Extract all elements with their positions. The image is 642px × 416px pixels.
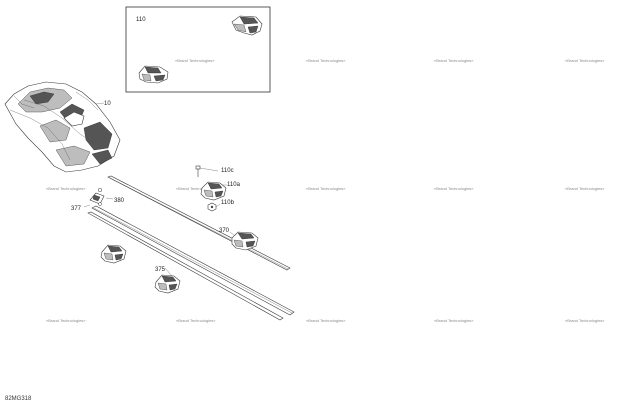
rail-strip-part-375 — [87, 205, 295, 321]
callout-fender: 10 — [104, 101, 111, 107]
callout-110b: 110b — [221, 200, 235, 206]
callout-377: 377 — [71, 206, 82, 212]
callout-box-ref: 110 — [136, 17, 146, 23]
fender-assembly-part-10 — [4, 81, 121, 173]
watermark: «Brand Technologies» — [46, 318, 86, 323]
watermark: «Brand Technologies» — [565, 58, 605, 63]
nut-part-110b — [207, 202, 217, 212]
leader-line — [164, 267, 173, 277]
pad-part-375-lower — [154, 274, 181, 294]
leader-line — [229, 231, 235, 236]
detail-box: 110 — [125, 6, 271, 93]
leader-line — [215, 203, 221, 208]
watermark: «Brand Technologies» — [176, 318, 216, 323]
figure-id: 82MG318 — [5, 396, 32, 402]
callout-370: 370 — [219, 228, 230, 234]
leader-line — [83, 204, 91, 208]
watermark: «Brand Technologies» — [46, 186, 86, 191]
watermark: «Brand Technologies» — [565, 186, 605, 191]
callout-110c: 110c — [221, 168, 234, 174]
watermark: «Brand Technologies» — [306, 186, 346, 191]
bolt-part-110c — [195, 165, 201, 177]
watermark: «Brand Technologies» — [434, 318, 474, 323]
watermark: «Brand Technologies» — [175, 58, 215, 63]
watermark: «Brand Technologies» — [434, 186, 474, 191]
leader-line — [105, 197, 114, 200]
watermark-layer: «Brand Technologies» «Brand Technologies… — [46, 58, 605, 323]
bracket-part-377 — [89, 187, 105, 206]
watermark: «Brand Technologies» — [306, 58, 346, 63]
watermark: «Brand Technologies» — [434, 58, 474, 63]
callout-110a: 110a — [227, 182, 241, 188]
pad-part-375-upper — [100, 244, 127, 264]
leader-line — [199, 167, 219, 172]
watermark: «Brand Technologies» — [176, 186, 216, 191]
bumper-part-110-large — [231, 15, 263, 36]
watermark: «Brand Technologies» — [306, 318, 346, 323]
callout-375: 375 — [155, 267, 166, 273]
callout-380: 380 — [114, 198, 125, 204]
leader-line — [95, 102, 105, 105]
bumper-part-110-small — [138, 65, 169, 84]
bumper-part-110a — [200, 181, 227, 201]
watermark: «Brand Technologies» — [565, 318, 605, 323]
bumper-part-370 — [231, 231, 259, 251]
